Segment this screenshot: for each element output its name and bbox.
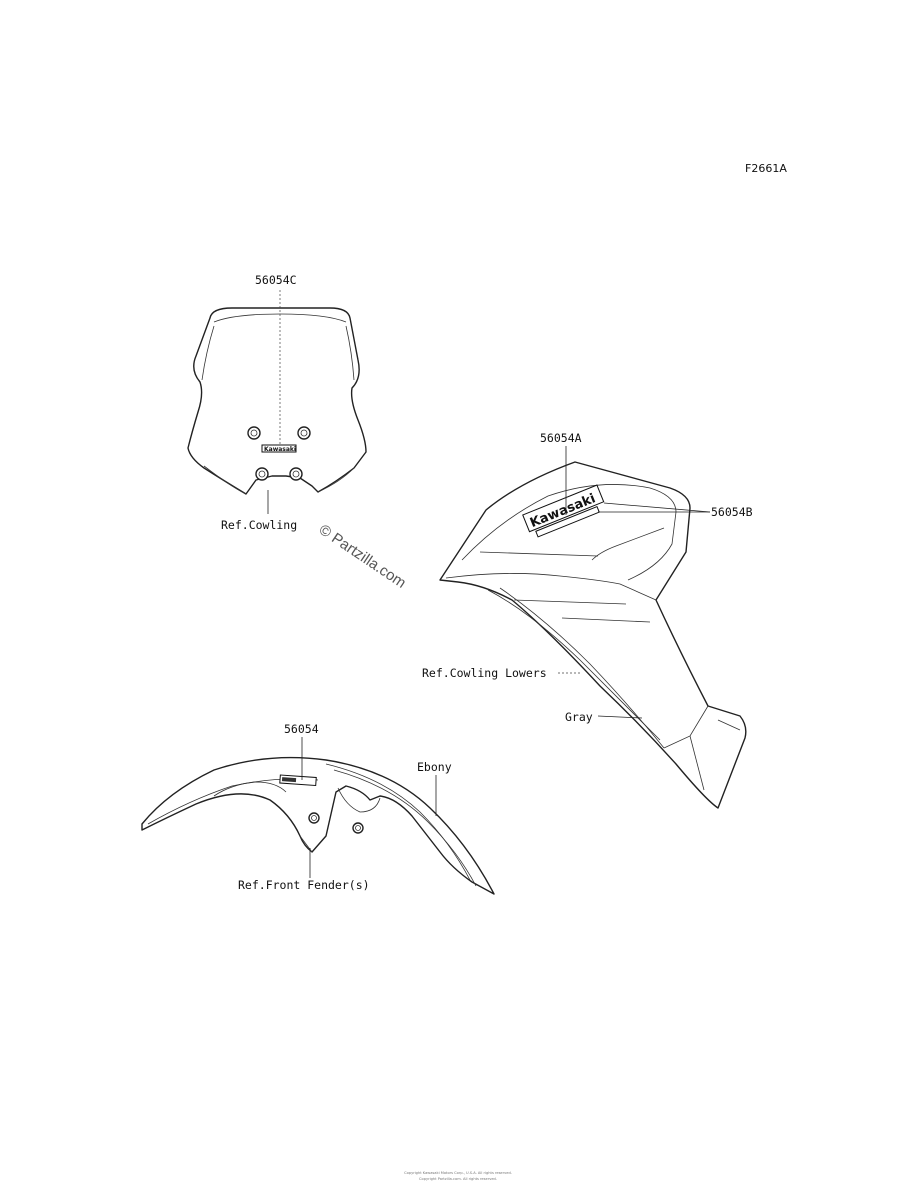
watermark: © Partzilla.com	[316, 521, 409, 592]
fender-decal	[279, 774, 317, 787]
callout-ref-cowling: Ref.Cowling	[221, 518, 297, 532]
callout-56054: 56054	[284, 722, 319, 736]
callout-ref-front-fender: Ref.Front Fender(s)	[238, 878, 370, 892]
footer-copyright-1: Copyright Kawasaki Motors Corp., U.S.A. …	[404, 1171, 512, 1175]
windshield-logo-decal: Kawasaki	[261, 444, 297, 453]
figure-code: F2661A	[745, 162, 787, 175]
windshield-part: Kawasaki	[187, 307, 367, 495]
callout-56054A: 56054A	[540, 431, 582, 445]
callout-gray: Gray	[565, 710, 593, 724]
callout-56054C: 56054C	[255, 273, 297, 287]
front-fender-part	[141, 756, 495, 895]
cowling-lower-part: Kawasaki	[439, 461, 747, 809]
callout-56054B: 56054B	[711, 505, 753, 519]
footer-copyright-2: Copyright Partzilla.com. All rights rese…	[419, 1177, 497, 1181]
callout-ref-cowling-lowers: Ref.Cowling Lowers	[422, 666, 547, 680]
callout-ebony: Ebony	[417, 760, 452, 774]
windshield-logo-text: Kawasaki	[264, 446, 296, 453]
